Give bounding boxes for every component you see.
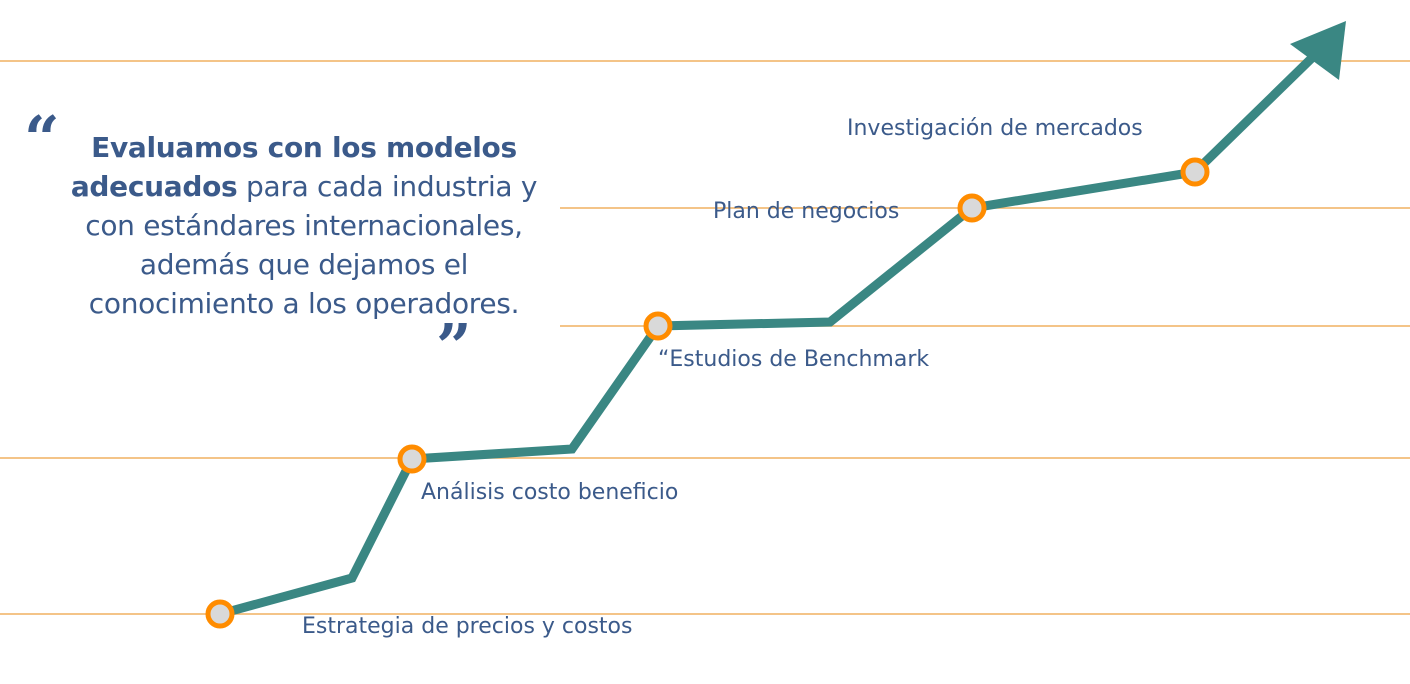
step-label-1: Estrategia de precios y costos [302, 614, 633, 639]
step-marker [1180, 157, 1210, 187]
step-marker [643, 311, 673, 341]
close-quote-icon: ” [436, 310, 472, 383]
arrow-head-icon [1290, 21, 1346, 80]
step-label-4: Plan de negocios [713, 199, 900, 224]
quote-bold: Evaluamos con los modelos adecuados [70, 131, 517, 203]
step-marker [397, 444, 427, 474]
step-marker [205, 599, 235, 629]
step-marker [957, 193, 987, 223]
quote-text: Evaluamos con los modelos adecuados para… [60, 128, 548, 323]
open-quote-icon: “ [24, 102, 60, 175]
quote-rest: para cada industria y con estándares int… [85, 170, 538, 320]
step-label-2: Análisis costo beneficio [421, 480, 679, 505]
step-label-5: Investigación de mercados [847, 116, 1143, 141]
step-label-3: “Estudios de Benchmark [658, 347, 930, 372]
